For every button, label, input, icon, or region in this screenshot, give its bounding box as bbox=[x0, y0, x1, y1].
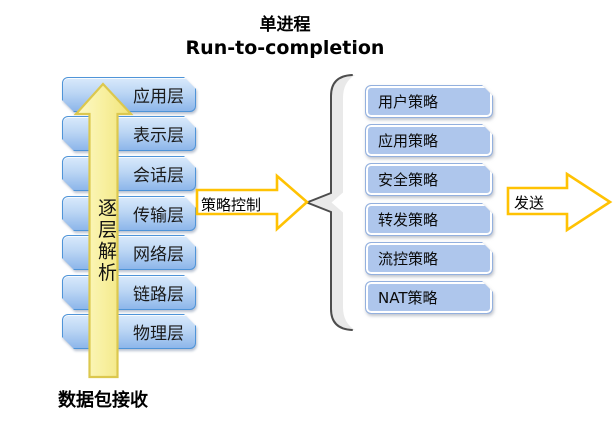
security-policy-label: 安全策略 bbox=[365, 163, 493, 196]
physical-layer-box: 物理层 bbox=[62, 314, 196, 349]
network-layer-label: 网络层 bbox=[62, 235, 196, 270]
network-layer-box: 网络层 bbox=[62, 235, 196, 270]
user-policy-label: 用户策略 bbox=[365, 85, 493, 118]
diagram-title: 单进程 Run-to-completion bbox=[110, 13, 460, 59]
session-layer-label: 会话层 bbox=[62, 156, 196, 191]
policy-control-label: 策略控制 bbox=[201, 196, 262, 214]
presentation-layer-label: 表示层 bbox=[62, 116, 196, 151]
transport-layer-label: 传输层 bbox=[62, 196, 196, 231]
title-line-chinese: 单进程 bbox=[259, 15, 311, 35]
parse-by-layer-label: 逐层解析 bbox=[95, 198, 117, 284]
flow-control-policy-label: 流控策略 bbox=[365, 242, 493, 275]
upward-parse-arrow-icon bbox=[73, 82, 134, 379]
forwarding-policy-label: 转发策略 bbox=[365, 203, 493, 236]
app-policy-label: 应用策略 bbox=[365, 124, 493, 157]
presentation-layer-box: 表示层 bbox=[62, 116, 196, 151]
physical-layer-label: 物理层 bbox=[62, 314, 196, 349]
user-policy-box: 用户策略 bbox=[365, 85, 493, 118]
link-layer-label: 链路层 bbox=[62, 275, 196, 310]
title-line-english: Run-to-completion bbox=[185, 37, 385, 59]
transport-layer-box: 传输层 bbox=[62, 196, 196, 231]
security-policy-box: 安全策略 bbox=[365, 163, 493, 196]
forwarding-policy-box: 转发策略 bbox=[365, 203, 493, 236]
send-label: 发送 bbox=[514, 194, 545, 212]
session-layer-box: 会话层 bbox=[62, 156, 196, 191]
app-policy-box: 应用策略 bbox=[365, 124, 493, 157]
policy-control-arrow-icon bbox=[195, 173, 309, 232]
send-arrow-icon bbox=[506, 171, 613, 233]
nat-policy-box: NAT策略 bbox=[365, 281, 493, 314]
link-layer-box: 链路层 bbox=[62, 275, 196, 310]
packet-receive-label: 数据包接收 bbox=[58, 390, 148, 411]
nat-policy-label: NAT策略 bbox=[365, 281, 493, 314]
flow-control-policy-box: 流控策略 bbox=[365, 242, 493, 275]
